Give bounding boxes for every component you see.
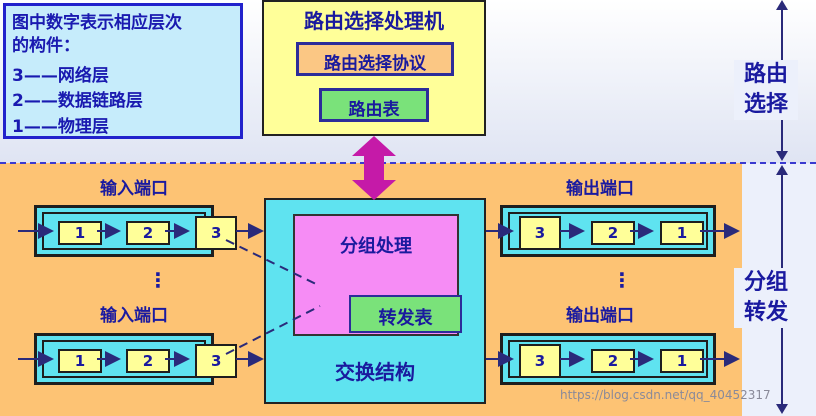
output-port-bottom-layer-3: 3 — [519, 344, 561, 378]
output-port-label-top: 输出端口 — [566, 179, 634, 199]
output-port-top-layer-3: 3 — [519, 216, 561, 250]
forwarding-table-link-bottom — [225, 305, 321, 355]
output-port-label-bottom: 输出端口 — [566, 306, 634, 326]
input-port-bottom-layer-1: 1 — [58, 349, 102, 373]
output-port-bottom-layer-2: 2 — [591, 349, 635, 373]
output-port-top-layer-2: 2 — [591, 221, 635, 245]
forwarding-table-label: 转发表 — [378, 308, 433, 329]
routing-side-label: 路由 选择 — [734, 60, 798, 120]
output-port-ellipsis: ⋮ — [612, 268, 632, 292]
input-port-ellipsis: ⋮ — [148, 268, 168, 292]
output-port-bottom-frame: 3 2 1 — [508, 340, 708, 378]
forwarding-table-box: 转发表 — [349, 295, 462, 333]
output-port-top: 3 2 1 — [500, 205, 716, 257]
forwarding-side-label: 分组 转发 — [734, 268, 798, 328]
legend-line-1: 图中数字表示相应层次 — [12, 13, 182, 33]
watermark-text: https://blog.csdn.net/qq_40452317 — [560, 388, 771, 402]
input-port-bottom-layer-2: 2 — [126, 349, 170, 373]
routing-processor: 路由选择处理机 路由选择协议 路由表 — [262, 0, 486, 136]
routing-table-box: 路由表 — [319, 88, 429, 122]
routing-processor-title: 路由选择处理机 — [304, 9, 444, 33]
output-port-top-layer-1: 1 — [660, 221, 704, 245]
input-port-label-bottom: 输入端口 — [100, 306, 168, 326]
input-port-top-layer-1: 1 — [58, 221, 102, 245]
switch-fabric: 分组处理 转发表 交换结构 — [264, 198, 486, 404]
packet-processing-label: 分组处理 — [340, 236, 412, 257]
routing-protocol-box: 路由选择协议 — [296, 42, 454, 76]
legend-line-network: 3——网络层 — [12, 66, 109, 86]
routing-protocol-label: 路由选择协议 — [324, 54, 426, 74]
input-port-top-layer-2: 2 — [126, 221, 170, 245]
input-port-bottom-layer-3: 3 — [195, 344, 237, 378]
forwarding-table-link-top — [225, 239, 321, 287]
legend-box: 图中数字表示相应层次 的构件： 3——网络层 2——数据链路层 1——物理层 — [3, 3, 243, 139]
legend-line-2: 的构件： — [12, 36, 80, 56]
input-port-top-frame: 1 2 3 — [42, 212, 237, 250]
routing-table-label: 路由表 — [348, 100, 400, 120]
output-port-bottom: 3 2 1 — [500, 333, 716, 385]
routing-span-arrow-bottom — [776, 151, 788, 161]
packet-processing-box: 分组处理 转发表 — [293, 214, 462, 336]
forwarding-span-arrow-top — [776, 165, 788, 175]
input-port-bottom-frame: 1 2 3 — [42, 340, 237, 378]
output-port-top-frame: 3 2 1 — [508, 212, 708, 250]
switch-fabric-label: 交换结构 — [335, 360, 415, 384]
output-port-bottom-layer-1: 1 — [660, 349, 704, 373]
legend-line-datalink: 2——数据链路层 — [12, 91, 143, 111]
forwarding-span-arrow-bottom — [776, 404, 788, 414]
input-port-top-layer-3: 3 — [195, 216, 237, 250]
control-data-plane-arrow — [352, 136, 396, 200]
input-port-label-top: 输入端口 — [100, 179, 168, 199]
legend-line-physical: 1——物理层 — [12, 117, 109, 137]
routing-span-arrow-top — [776, 0, 788, 10]
plane-divider — [0, 162, 816, 164]
